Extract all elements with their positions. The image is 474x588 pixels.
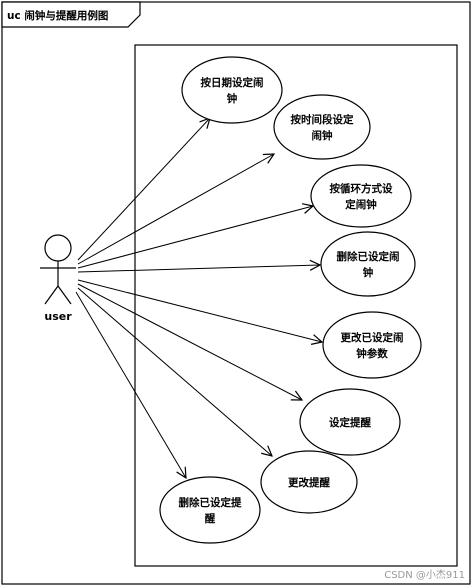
use-case-time-period-alarm[interactable]: 按时间段设定 闹钟 xyxy=(273,94,371,160)
use-case-label-line-1: 更改已设定闹 xyxy=(341,331,404,344)
use-case-label-line-1: 按循环方式设 xyxy=(330,182,393,195)
use-case-date-alarm[interactable]: 按日期设定闹 钟 xyxy=(181,56,283,124)
actor-label: user xyxy=(44,310,72,323)
association-uc7 xyxy=(77,287,272,456)
association-uc4 xyxy=(77,265,320,273)
use-case-label: 更改提醒 xyxy=(288,476,330,489)
use-case-label-line-2: 钟 xyxy=(363,266,374,279)
association-uc2 xyxy=(77,154,274,265)
use-case-ellipse xyxy=(322,311,422,379)
actor-right-leg xyxy=(57,285,72,305)
association-uc5 xyxy=(77,279,322,342)
use-case-ellipse xyxy=(181,56,283,124)
frame-label-tab xyxy=(1,1,141,28)
use-case-cycle-alarm[interactable]: 按循环方式设 定闹钟 xyxy=(310,164,412,228)
actor-head xyxy=(44,234,72,262)
association-uc6 xyxy=(77,283,302,400)
use-case-label: 设定提醒 xyxy=(329,416,371,429)
use-case-ellipse xyxy=(320,231,416,297)
frame-title: uc 闹钟与提醒用例图 xyxy=(7,9,108,22)
use-case-label-line-2: 闹钟 xyxy=(312,129,333,142)
use-case-ellipse xyxy=(299,388,401,456)
associations xyxy=(75,118,322,478)
use-case-edit-reminder[interactable]: 更改提醒 xyxy=(260,450,358,514)
use-case-ellipse xyxy=(159,476,261,544)
use-case-ellipse xyxy=(273,94,371,160)
use-case-ellipse xyxy=(310,164,412,228)
association-uc1 xyxy=(77,118,210,261)
actor-left-leg xyxy=(44,285,59,305)
use-case-label-line-1: 删除已设定提 xyxy=(179,496,242,509)
use-case-label-line-1: 删除已设定闹 xyxy=(337,250,400,263)
association-uc8 xyxy=(75,291,186,478)
use-case-set-reminder[interactable]: 设定提醒 xyxy=(299,388,401,456)
use-case-label-line-2: 钟 xyxy=(227,92,238,105)
use-case-label-line-2: 钟参数 xyxy=(356,347,388,360)
use-case-label-line-2: 定闹钟 xyxy=(344,198,377,211)
use-case-label-line-1: 按时间段设定 xyxy=(291,113,354,126)
actor-user: user xyxy=(40,234,76,323)
association-uc3 xyxy=(77,206,313,269)
system-boundary xyxy=(134,44,458,567)
use-case-label-line-2: 醒 xyxy=(205,513,216,525)
use-case-delete-alarm[interactable]: 删除已设定闹 钟 xyxy=(320,231,416,297)
use-case-edit-alarm-params[interactable]: 更改已设定闹 钟参数 xyxy=(322,311,422,379)
watermark: CSDN @小杰911 xyxy=(384,569,465,581)
use-case-delete-reminder[interactable]: 删除已设定提 醒 xyxy=(159,476,261,544)
use-case-ellipse xyxy=(260,450,358,514)
use-case-label-line-1: 按日期设定闹 xyxy=(201,76,264,89)
